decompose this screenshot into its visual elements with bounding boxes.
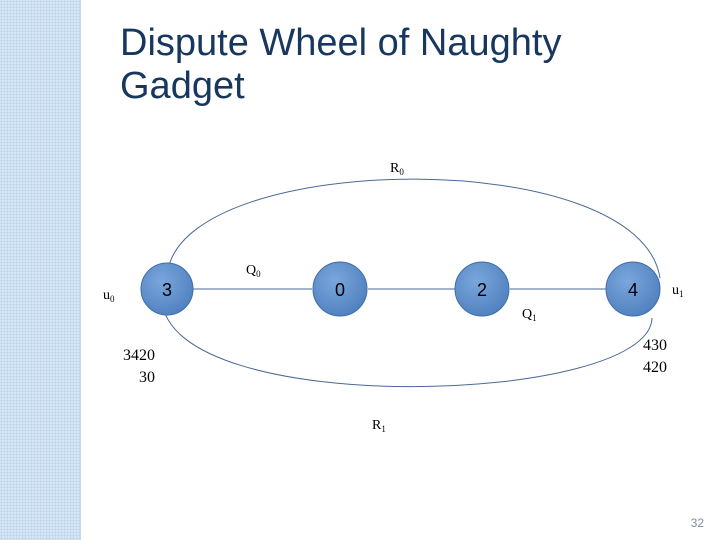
path-list-left-1: 3420 bbox=[123, 347, 155, 364]
node-label: 3 bbox=[162, 280, 172, 300]
path-list-right-2: 420 bbox=[643, 359, 667, 376]
node-label: 0 bbox=[335, 280, 345, 300]
path-list-right-1: 430 bbox=[643, 337, 667, 354]
node-2: 2 bbox=[454, 261, 510, 317]
label-q0: Q0 bbox=[246, 263, 261, 279]
node-label: 4 bbox=[628, 280, 638, 300]
slide-title: Dispute Wheel of Naughty Gadget bbox=[120, 22, 562, 107]
label-q1: Q1 bbox=[522, 307, 537, 323]
node-3: 3 bbox=[140, 262, 194, 316]
page-number: 32 bbox=[690, 516, 704, 530]
decorative-sidebar bbox=[0, 0, 80, 540]
label-u0: u0 bbox=[103, 288, 115, 304]
node-0: 0 bbox=[312, 261, 368, 317]
path-list-left-2: 30 bbox=[139, 369, 155, 386]
label-r1: R1 bbox=[372, 418, 386, 434]
label-u1: u1 bbox=[672, 283, 684, 299]
edge-r1-arc bbox=[161, 299, 653, 388]
node-4: 4 bbox=[605, 261, 661, 317]
sidebar-divider bbox=[80, 0, 81, 540]
edge-r0-arc bbox=[167, 178, 661, 279]
node-label: 2 bbox=[477, 280, 487, 300]
label-r0: R0 bbox=[390, 161, 404, 177]
